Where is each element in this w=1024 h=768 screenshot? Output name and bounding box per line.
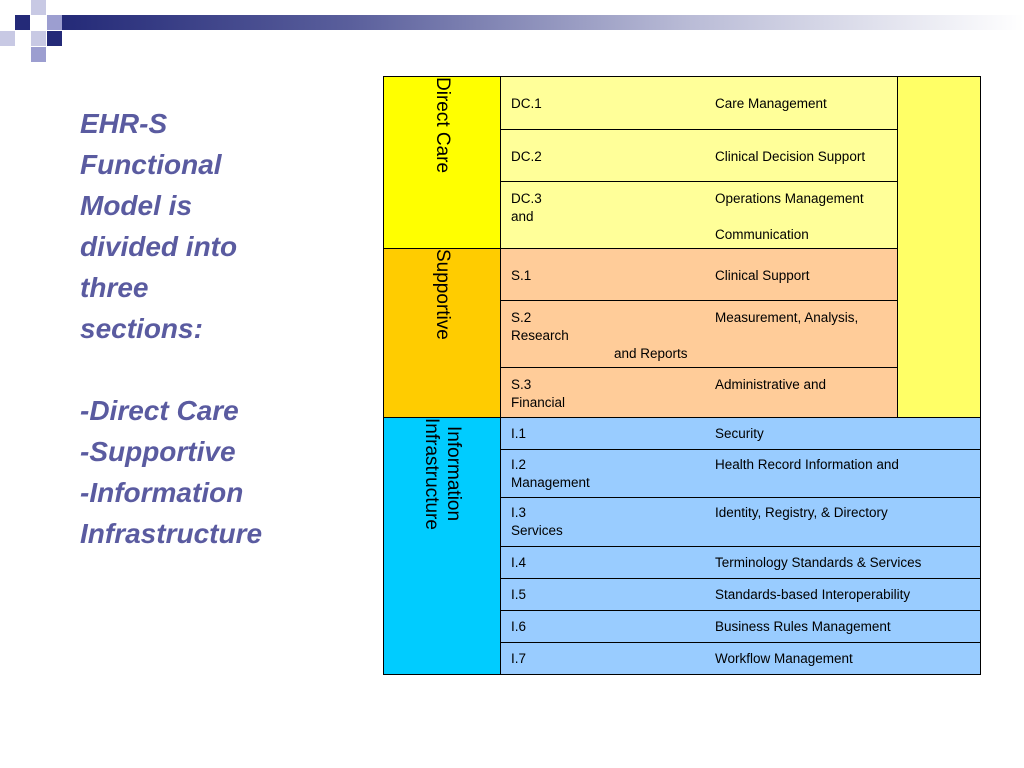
function-name: Terminology Standards & Services: [715, 555, 922, 570]
table-row: DC.1 Care Management: [500, 76, 898, 130]
title-line: Model is: [80, 190, 193, 221]
header-gradient-bar: [62, 15, 1024, 30]
functional-model-table: Direct Care DC.1 Care Management DC.2 Cl…: [383, 76, 981, 675]
function-name: Operations Management: [715, 191, 864, 206]
function-name: Security: [715, 426, 764, 441]
title-line: three: [80, 272, 149, 303]
table-row: I.4 Terminology Standards & Services: [500, 546, 981, 579]
table-row: I.5 Standards-based Interoperability: [500, 578, 981, 611]
header-square-lavender-2: [47, 15, 62, 30]
table-row: S.1 Clinical Support: [500, 248, 898, 301]
function-code: DC.2: [511, 149, 542, 164]
function-name: Care Management: [715, 96, 827, 111]
header-square-lavender-5: [0, 31, 15, 46]
section-list-item: -Supportive: [80, 436, 236, 467]
gutter-column: [897, 76, 981, 418]
section-label: Supportive: [432, 249, 453, 340]
function-code: I.4: [511, 555, 527, 570]
slide-title: EHR-S Functional Model is divided into t…: [80, 103, 370, 554]
function-name: Standards-based Interoperability: [715, 587, 911, 602]
function-code: I.3: [511, 505, 527, 520]
section-label: Direct Care: [432, 77, 453, 174]
title-line: divided into: [80, 231, 238, 262]
section-supportive: Supportive: [383, 248, 501, 418]
function-name: Business Rules Management: [715, 619, 891, 634]
function-name: Measurement, Analysis,: [715, 310, 859, 325]
table-row: DC.3 Operations Management and Communica…: [500, 181, 898, 249]
section-list-item: -Information: [80, 477, 244, 508]
function-code: I.5: [511, 587, 527, 602]
section-list-item: Infrastructure: [80, 518, 263, 549]
function-name: Clinical Support: [715, 268, 810, 283]
table-row: DC.2 Clinical Decision Support: [500, 129, 898, 182]
function-code: S.1: [511, 268, 532, 283]
section-information-infrastructure: Information Infrastructure: [383, 417, 501, 675]
header-square-lavender-3: [31, 31, 46, 46]
table-row: I.1 Security: [500, 417, 981, 450]
section-list-item: -Direct Care: [80, 395, 239, 426]
header-square-lavender-1: [31, 0, 46, 15]
table-row: I.2 Health Record Information and Manage…: [500, 449, 981, 498]
function-code: S.2: [511, 310, 532, 325]
function-code: I.2: [511, 457, 527, 472]
function-name: Administrative and: [715, 377, 827, 392]
function-code: I.7: [511, 651, 527, 666]
function-name: Clinical Decision Support: [715, 149, 866, 164]
header-square-lavender-4: [31, 47, 46, 62]
function-name: Identity, Registry, & Directory: [715, 505, 888, 520]
function-name: Health Record Information and: [715, 457, 899, 472]
function-name-continued: Financial: [511, 395, 566, 410]
function-name-continued: Research: [511, 328, 569, 343]
function-code: I.1: [511, 426, 527, 441]
table-row: I.3 Identity, Registry, & Directory Serv…: [500, 497, 981, 547]
table-row: I.6 Business Rules Management: [500, 610, 981, 643]
table-row: I.7 Workflow Management: [500, 642, 981, 675]
title-line: sections:: [80, 313, 203, 344]
function-code: S.3: [511, 377, 532, 392]
header-square-navy-2: [47, 31, 62, 46]
title-line: Functional: [80, 149, 222, 180]
function-name: Workflow Management: [715, 651, 853, 666]
section-label: Information Infrastructure: [420, 418, 464, 530]
title-line: EHR-S: [80, 108, 168, 139]
section-label-line2: Infrastructure: [421, 418, 442, 530]
section-label-line1: Information: [443, 426, 464, 522]
table-row: S.3 Administrative and Financial: [500, 367, 898, 418]
table-row: S.2 Measurement, Analysis, Research and …: [500, 300, 898, 368]
function-code: DC.3: [511, 191, 542, 206]
function-name-continued: Communication: [715, 227, 809, 242]
function-name-continued: Services: [511, 523, 563, 538]
function-name-continued: Management: [511, 475, 590, 490]
function-name-continued: and Reports: [614, 346, 688, 361]
function-code: I.6: [511, 619, 527, 634]
function-name-continued: and: [511, 209, 534, 224]
header-square-navy-1: [15, 15, 30, 30]
section-direct-care: Direct Care: [383, 76, 501, 249]
function-code: DC.1: [511, 96, 542, 111]
